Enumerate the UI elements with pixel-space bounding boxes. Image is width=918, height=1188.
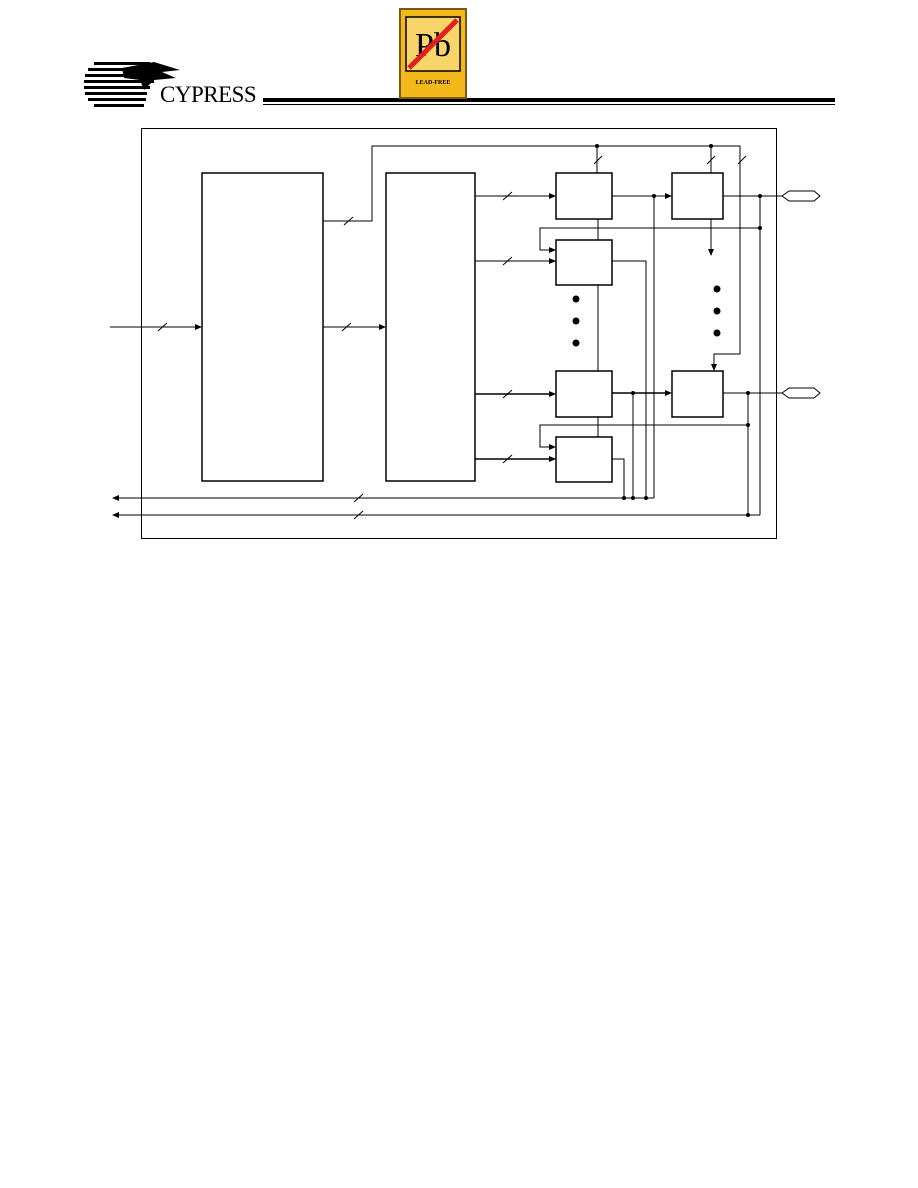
register-4 (555, 436, 613, 483)
output-pin-top (781, 190, 821, 202)
ellipsis-dot (572, 317, 580, 325)
lead-free-badge-icon: Pb (399, 8, 467, 99)
register-2 (555, 239, 613, 286)
ellipsis-dot (713, 307, 721, 315)
output-pin-bottom (781, 387, 821, 399)
cypress-logo-icon (84, 62, 180, 107)
brand-name: CYPRESS (160, 82, 257, 107)
ellipsis-dot (572, 295, 580, 303)
page-header: CYPRESS Pb LEAD-FREE (0, 0, 918, 120)
block-left (201, 172, 324, 482)
ellipsis-dot (713, 285, 721, 293)
register-1 (555, 172, 613, 220)
ellipsis-dot (713, 329, 721, 337)
register-3 (555, 370, 613, 418)
output-buffer-1 (671, 172, 724, 220)
diagram-frame (141, 128, 777, 539)
output-buffer-2 (671, 370, 724, 418)
header-rule-thick (263, 98, 835, 102)
block-middle (385, 172, 476, 482)
ellipsis-dot (572, 339, 580, 347)
badge-caption: LEAD-FREE (415, 80, 451, 86)
block-diagram (110, 128, 821, 539)
header-rule-thin (263, 104, 835, 105)
